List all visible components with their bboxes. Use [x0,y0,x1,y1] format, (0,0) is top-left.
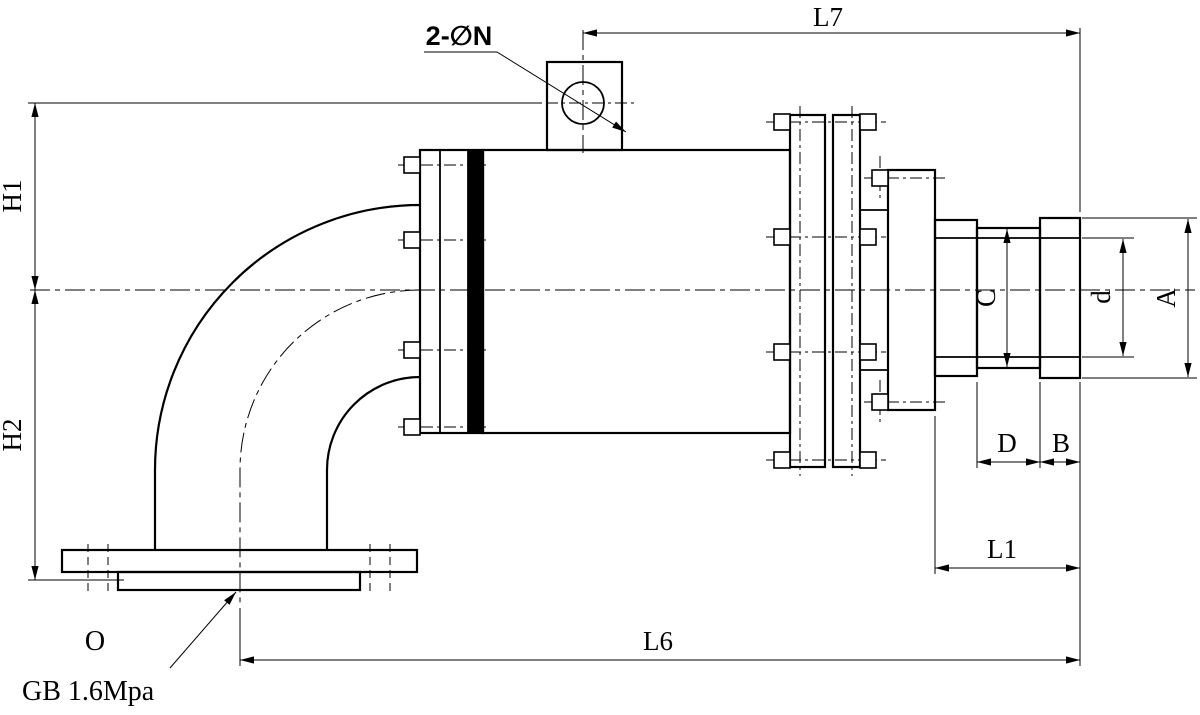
shaft-flange-bolts [871,169,889,411]
dimension-c: C [971,229,1011,367]
dimension-h2: H2 [0,290,39,580]
pressure-note: GB 1.6Mpa [22,676,155,707]
dim-label-l1: L1 [987,534,1017,564]
flange-pair [773,113,877,469]
elbow-pipe [153,203,421,550]
gasket-seal [468,150,483,433]
callout-hole: 2-∅N [424,21,627,133]
dimension-d-step: D [977,428,1040,466]
elbow-axis-centerline [239,289,421,606]
extension-lines [28,28,1197,666]
dim-label-h1: H1 [0,180,27,213]
centerlines [30,30,1195,606]
housing-body [481,148,792,435]
bottom-flange [60,544,419,596]
dim-label-d-step: D [997,428,1017,458]
dim-label-a: A [1151,288,1181,308]
inlet-flange-bolts [403,156,421,436]
dim-label-b: B [1052,428,1070,458]
flange-leader-line [169,591,237,669]
dim-label-d-bore: d [1086,290,1116,304]
lug-hole [561,81,605,125]
hole-callout-label: 2-∅N [426,21,493,51]
dimension-l7: L7 [583,2,1080,37]
dimension-l1: L1 [935,534,1080,572]
hole-leader-line [424,51,627,133]
callout-flange: O [85,591,237,669]
mounting-lug [545,60,624,152]
dimension-h1: H1 [0,103,39,290]
inlet-flange-assembly [403,148,485,436]
dimension-l6: L6 [240,626,1080,664]
flange-callout-label: O [85,626,105,657]
dimension-a: A [1151,219,1192,377]
shaft-flange-bolt-axes [864,156,946,424]
bottom-flange-bolt-holes-hidden [87,544,391,596]
flange-pair-bolts [773,113,877,469]
dim-label-l7: L7 [813,2,843,32]
dim-label-h2: H2 [0,419,27,452]
dimension-b: B [1040,428,1080,466]
part-geometry [60,60,1082,596]
dimension-d-bore: d [1086,239,1127,356]
dim-label-l6: L6 [643,626,673,656]
dim-label-c: C [971,289,1001,307]
